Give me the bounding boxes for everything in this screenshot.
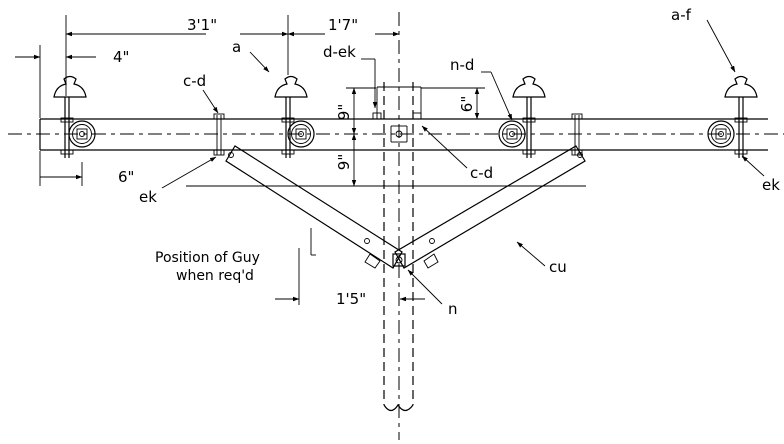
label-cu: cu [549, 258, 567, 276]
through-bolt-2 [287, 120, 315, 148]
guy-position-lines [186, 185, 586, 305]
label-n-d: n-d [450, 56, 474, 74]
dimension-lines [15, 15, 485, 302]
label-ek-right: ek [762, 176, 780, 194]
label-n: n [448, 300, 458, 318]
left-brace [225, 145, 403, 269]
crossarm [8, 118, 784, 151]
dim-label-6-bottom: 6" [118, 168, 134, 186]
label-a-f: a-f [671, 6, 692, 24]
dim-label-9-bottom: 9" [335, 154, 353, 170]
leader-lines [161, 19, 765, 305]
label-guy-position-line1: Position of Guy [155, 250, 260, 266]
insulator-2 [274, 75, 308, 158]
brace-bolt-n [392, 253, 406, 267]
pole [383, 12, 414, 440]
dim-label-9-top: 9" [335, 104, 353, 120]
label-guy-position-line2: when req'd [176, 268, 254, 284]
annotations: 3'1" 1'7" 4" 6" 9" 9" 6" 1'5" a a-f c-d … [113, 6, 780, 318]
dim-label-6-vertical: 6" [458, 96, 476, 112]
through-bolt-3 [498, 120, 526, 148]
carriage-bolt-left [213, 113, 225, 156]
through-bolt-4 [707, 120, 735, 148]
label-d-ek: d-ek [323, 43, 356, 61]
dim-label-1-7: 1'7" [328, 16, 358, 34]
label-ek-left: ek [139, 188, 157, 206]
through-bolt-1 [68, 120, 96, 148]
dim-label-1-5: 1'5" [336, 290, 366, 308]
insulator-3 [512, 75, 546, 158]
label-c-d-left: c-d [183, 72, 206, 90]
carriage-bolt-right [571, 113, 583, 156]
right-brace [394, 145, 586, 269]
dim-label-4: 4" [113, 48, 129, 66]
dim-label-3-1: 3'1" [187, 16, 217, 34]
insulator-1 [53, 75, 87, 158]
label-c-d-right: c-d [470, 164, 493, 182]
insulator-4 [724, 75, 758, 158]
label-a: a [232, 38, 241, 56]
gain-bolts [372, 112, 422, 120]
